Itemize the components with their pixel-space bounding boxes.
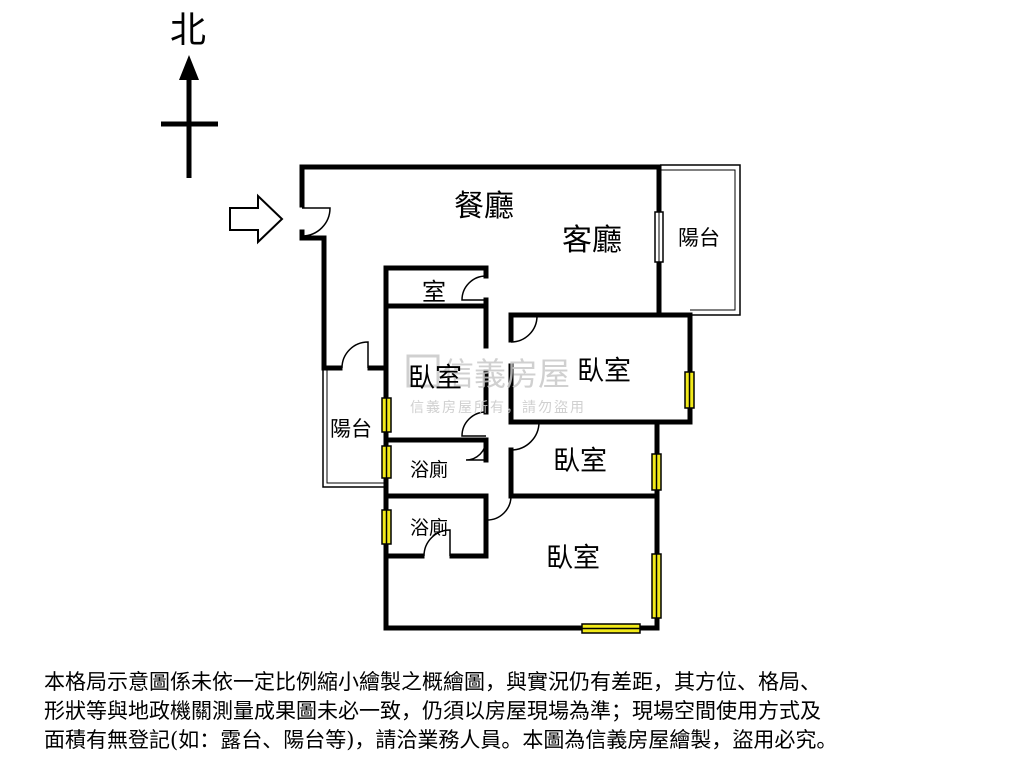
- balcony-west-outline: [322, 368, 386, 488]
- balcony-east-sliding-door: [654, 211, 664, 263]
- bedroom-mid-door-icon: [510, 421, 540, 451]
- watermark-brand: 信義房屋: [442, 355, 570, 393]
- north-arrow-icon: [179, 55, 199, 80]
- label-dining: 餐廳: [454, 189, 514, 224]
- bath-upper-door-icon: [465, 439, 487, 461]
- label-bedroom-mid: 臥室: [553, 446, 607, 477]
- label-bath-upper: 浴廁: [410, 458, 448, 481]
- label-bedroom-south: 臥室: [546, 543, 600, 574]
- label-balcony-west: 陽台: [330, 417, 372, 441]
- watermark-logo-icon: [406, 354, 440, 388]
- label-bedroom-ne: 臥室: [577, 356, 631, 387]
- label-small-room: 室: [422, 278, 446, 306]
- bedroom-west-door-icon: [461, 411, 487, 437]
- disclaimer-line: 面積有無登記(如：露台、陽台等)，請洽業務人員。本圖為信義房屋繪製，盜用必究。: [44, 728, 838, 752]
- balcony-west-door-icon: [341, 341, 369, 369]
- bedroom-south-door-icon: [486, 495, 512, 521]
- entrance-arrow-icon: [229, 193, 284, 245]
- disclaimer-line: 本格局示意圖係未依一定比例縮小繪製之概繪圖，與實況仍有差距，其方位、格局、: [44, 670, 821, 694]
- compass: 北: [161, 10, 218, 178]
- label-balcony-east: 陽台: [678, 226, 720, 250]
- label-bath-lower: 浴廁: [410, 516, 448, 539]
- label-living: 客廳: [562, 223, 622, 258]
- small-room-door-icon: [461, 275, 487, 301]
- disclaimer-line: 形狀等與地政機關測量成果圖未必一致，仍須以房屋現場為準；現場空間使用方式及: [44, 699, 821, 723]
- walls: [299, 164, 693, 631]
- label-bedroom-west: 臥室: [408, 363, 462, 394]
- doors: [301, 207, 540, 557]
- entrance-door-icon: [301, 207, 331, 237]
- balcony-east-outline: [660, 164, 741, 316]
- watermark-caption: 信義房屋所有，請勿盜用: [410, 399, 586, 416]
- watermark: 信義房屋 信義房屋所有，請勿盜用: [406, 354, 586, 416]
- floor-plan: 北: [161, 10, 741, 634]
- north-label: 北: [170, 10, 206, 51]
- disclaimer: 本格局示意圖係未依一定比例縮小繪製之概繪圖，與實況仍有差距，其方位、格局、 形狀…: [44, 668, 1004, 755]
- windows: [381, 371, 695, 634]
- bedroom-ne-door-icon: [510, 315, 538, 343]
- bath-lower-door-icon: [423, 529, 451, 557]
- room-labels: 餐廳 客廳 陽台 室 臥室 陽台 浴廁 浴廁 臥室 臥室 臥室: [330, 189, 720, 574]
